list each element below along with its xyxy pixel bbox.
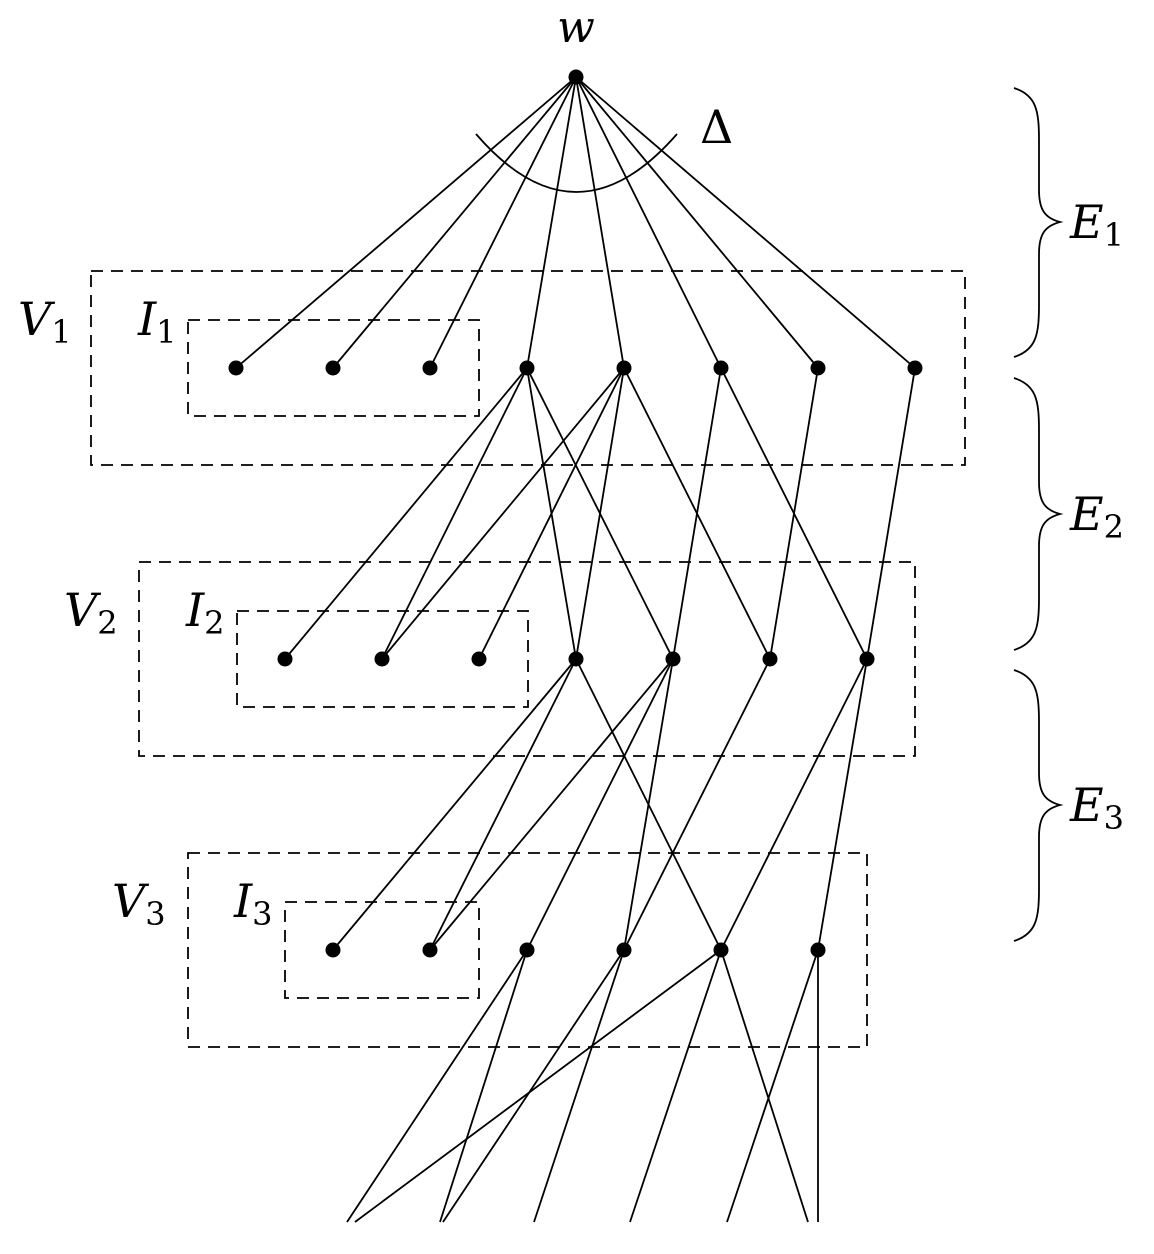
- i3-box: [284, 901, 480, 999]
- edge-w-v1-4: [526, 76, 577, 369]
- edge-v2-v3: [623, 658, 674, 951]
- v3-node: [713, 942, 729, 958]
- v1-node: [228, 360, 244, 376]
- edge-v2-v3: [720, 658, 868, 951]
- v3-node: [422, 942, 438, 958]
- v1-node: [810, 360, 826, 376]
- labels: w Δ V1 V2 V3 I1 I2 I3 E1 E2 E3: [18, 2, 1124, 933]
- v1-node: [713, 360, 729, 376]
- edge-v1-v2: [672, 367, 722, 660]
- i3-label: I3: [233, 874, 273, 933]
- e3-label: E3: [1069, 778, 1124, 837]
- v3-node: [810, 942, 826, 958]
- v3-node: [325, 942, 341, 958]
- v2-node: [277, 651, 293, 667]
- edge-v1-v2: [381, 367, 528, 660]
- edge-v1-v2: [769, 367, 819, 660]
- edge-v3-down: [346, 949, 528, 1223]
- set-boxes: [90, 270, 966, 1048]
- edge-v1-v2: [284, 367, 528, 660]
- v1-box: [90, 270, 966, 466]
- edge-w-v1-1: [235, 76, 577, 369]
- v3-node: [519, 942, 535, 958]
- edge-w-v1-6: [575, 76, 722, 369]
- edges: [235, 76, 916, 1223]
- root-label: w: [557, 2, 595, 53]
- edge-v2-v3: [429, 658, 674, 951]
- edge-v3-down: [533, 949, 625, 1223]
- edge-v1-v2: [381, 367, 625, 660]
- e2-brace: [1013, 377, 1064, 651]
- v2-node: [374, 651, 390, 667]
- v2-label: V2: [64, 583, 118, 642]
- v1-node: [325, 360, 341, 376]
- edge-v2-v3: [332, 658, 577, 951]
- e3-brace: [1013, 669, 1064, 942]
- edge-v3-down: [439, 949, 528, 1223]
- edge-w-v1-2: [332, 76, 577, 369]
- v2-node: [859, 651, 875, 667]
- v3-label: V3: [112, 874, 166, 933]
- edge-w-v1-7: [575, 76, 819, 369]
- degree-label: Δ: [700, 100, 733, 154]
- v2-node: [762, 651, 778, 667]
- edge-v2-v3: [623, 658, 771, 951]
- e1-brace: [1013, 87, 1064, 358]
- root-node: [568, 69, 584, 85]
- v1-node: [616, 360, 632, 376]
- v2-box: [138, 561, 916, 757]
- edge-v3-down: [720, 949, 809, 1223]
- v2-node: [471, 651, 487, 667]
- edge-v1-v2: [866, 367, 916, 660]
- edge-set-braces: [1013, 87, 1064, 942]
- e2-label: E2: [1069, 487, 1124, 546]
- nodes: [228, 69, 923, 958]
- edge-v3-down: [726, 949, 819, 1223]
- edge-v2-v3: [817, 658, 868, 951]
- v2-node: [568, 651, 584, 667]
- e1-label: E1: [1069, 195, 1124, 254]
- v1-node: [422, 360, 438, 376]
- v3-node: [616, 942, 632, 958]
- v1-label: V1: [18, 292, 72, 351]
- edge-w-v1-5: [575, 76, 625, 369]
- edge-v3-down: [354, 949, 722, 1223]
- edge-w-v1-8: [575, 76, 916, 369]
- v1-node: [519, 360, 535, 376]
- v3-box: [187, 852, 868, 1048]
- edge-v1-v2: [575, 367, 625, 660]
- i2-box: [236, 610, 529, 708]
- edge-w-v1-3: [429, 76, 577, 369]
- i1-box: [187, 319, 480, 417]
- edge-v2-v3: [526, 658, 674, 951]
- v1-node: [907, 360, 923, 376]
- edge-v3-down: [629, 949, 722, 1223]
- i2-label: I2: [185, 583, 225, 642]
- degree-arc: [475, 133, 678, 193]
- i1-label: I1: [137, 292, 177, 351]
- v2-node: [665, 651, 681, 667]
- edge-v1-v2: [478, 367, 625, 660]
- edge-v3-down: [442, 949, 625, 1223]
- edge-v2-v3: [429, 658, 577, 951]
